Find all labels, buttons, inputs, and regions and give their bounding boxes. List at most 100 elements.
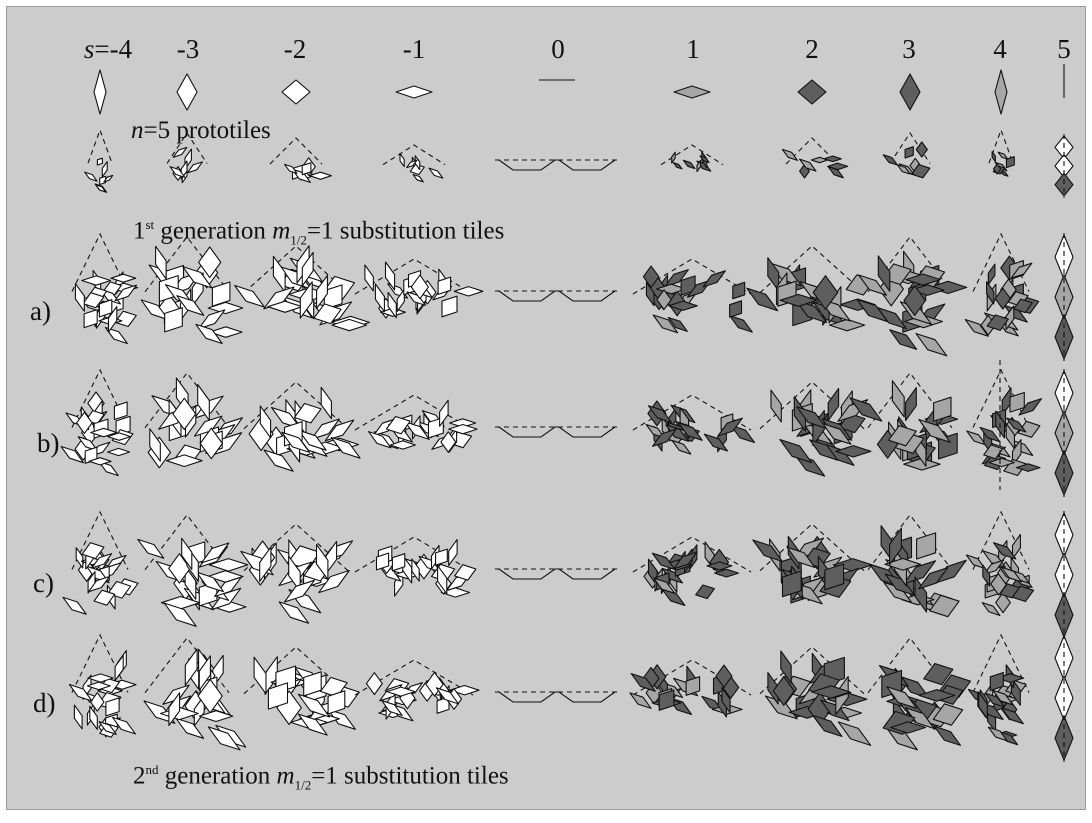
substitution-rhomb xyxy=(140,299,169,321)
substitution-rhomb xyxy=(278,601,310,624)
substitution-rhomb xyxy=(656,289,672,311)
substitution-rhomb xyxy=(267,682,289,710)
column-label-s-1: 1 xyxy=(686,34,700,64)
substitution-rhomb xyxy=(764,695,798,720)
substitution-rhomb xyxy=(652,314,679,334)
column-label-s-0: 0 xyxy=(551,34,565,64)
prototile-rhomb xyxy=(93,69,107,115)
substitution-rhomb xyxy=(699,155,710,164)
substitution-rhomb xyxy=(288,555,301,592)
prototile-rhomb xyxy=(899,73,921,111)
substitution-rhomb xyxy=(1010,262,1033,279)
substitution-rhomb xyxy=(324,419,355,442)
substitution-rhomb xyxy=(668,300,698,311)
substitution-rhomb xyxy=(406,159,418,169)
column-label-s-3: 3 xyxy=(902,34,916,64)
substitution-rhomb xyxy=(165,454,203,468)
substitution-rhomb xyxy=(259,546,272,583)
substitution-rhomb xyxy=(629,692,652,709)
substitution-rhomb xyxy=(175,717,205,739)
substitution-rhomb xyxy=(214,576,242,598)
prototile-rhomb xyxy=(395,85,433,99)
substitution-rhomb xyxy=(299,281,313,319)
column-label-s-minus-4: s=-4 xyxy=(83,34,133,64)
prototile-rhomb xyxy=(673,85,711,99)
substitution-rhomb xyxy=(966,430,987,446)
substitution-rhomb xyxy=(889,527,902,566)
substitution-rhomb xyxy=(155,245,167,280)
substitution-rhomb xyxy=(211,281,231,307)
substitution-rhomb xyxy=(364,264,374,292)
substitution-rhomb xyxy=(889,721,927,734)
substitution-rhomb xyxy=(824,563,845,591)
substitution-rhomb xyxy=(197,383,210,421)
substitution-rhomb xyxy=(703,433,729,452)
envelope-dashed-outline xyxy=(382,144,446,166)
thin-rhomb xyxy=(1054,172,1074,197)
substitution-rhomb xyxy=(889,329,918,350)
substitution-rhomb xyxy=(195,323,223,345)
substitution-rhomb xyxy=(181,537,193,570)
substitution-rhomb xyxy=(780,650,792,684)
substitution-rhomb xyxy=(781,570,802,598)
substitution-rhomb xyxy=(965,554,986,569)
substitution-rhomb xyxy=(1000,566,1023,583)
substitution-rhomb xyxy=(989,671,1004,692)
substitution-rhomb xyxy=(1005,156,1015,169)
substitution-rhomb xyxy=(978,691,988,720)
envelope-dashed-outline xyxy=(71,510,129,570)
substitution-rhomb xyxy=(389,440,416,450)
substitution-rhomb xyxy=(89,705,98,730)
substitution-rhomb xyxy=(284,163,298,174)
envelope-dashed-outline xyxy=(71,232,129,292)
substitution-rhomb xyxy=(1017,420,1041,438)
substitution-rhomb xyxy=(746,287,779,312)
substitution-rhomb xyxy=(437,276,452,295)
substitution-rhomb xyxy=(849,397,883,422)
substitution-rhomb xyxy=(882,154,898,166)
substitution-rhomb xyxy=(263,449,294,472)
substitution-rhomb xyxy=(375,552,390,571)
substitution-rhomb xyxy=(297,713,328,736)
substitution-rhomb xyxy=(923,662,954,686)
prototile-rhomb xyxy=(994,69,1008,115)
envelope-dashed-outline xyxy=(972,232,1030,292)
substitution-rhomb xyxy=(110,273,137,283)
substitution-rhomb xyxy=(86,681,111,691)
substitution-rhomb xyxy=(891,380,905,418)
envelope-dashed-outline xyxy=(354,394,474,431)
envelope-dashed-outline xyxy=(889,131,931,164)
substitution-rhomb xyxy=(781,148,799,161)
prototile-rhomb xyxy=(176,73,198,111)
substitution-rhomb xyxy=(114,284,138,302)
substitution-rhomb xyxy=(779,438,813,464)
substitution-rhomb xyxy=(717,417,743,437)
substitution-rhomb xyxy=(732,281,746,300)
substitution-rhomb xyxy=(858,274,888,296)
substitution-rhomb xyxy=(1013,298,1033,314)
substitution-rhomb xyxy=(91,553,113,569)
substitution-rhomb xyxy=(435,548,448,566)
envelope-dashed-outline xyxy=(632,536,752,573)
substitution-rhomb xyxy=(381,700,403,717)
substitution-rhomb xyxy=(835,445,872,458)
substitution-rhomb xyxy=(439,399,449,427)
substitution-rhomb xyxy=(823,155,842,163)
substitution-rhomb xyxy=(81,542,105,560)
substitution-rhomb xyxy=(812,714,843,738)
substitution-rhomb xyxy=(987,726,1008,742)
envelope-dashed-outline xyxy=(660,144,724,166)
substitution-rhomb xyxy=(1011,439,1022,467)
substitution-rhomb xyxy=(822,423,852,445)
substitution-rhomb xyxy=(918,689,956,702)
substitution-rhomb xyxy=(193,415,223,437)
substitution-rhomb xyxy=(149,428,161,462)
substitution-rhomb xyxy=(437,565,448,595)
substitution-rhomb xyxy=(271,406,302,430)
substitution-rhomb xyxy=(729,315,753,333)
substitution-rhomb xyxy=(440,431,457,453)
substitution-rhomb xyxy=(721,687,731,714)
substitution-rhomb xyxy=(828,318,866,332)
substitution-rhomb xyxy=(283,579,315,603)
envelope-dashed-outline xyxy=(785,137,839,165)
